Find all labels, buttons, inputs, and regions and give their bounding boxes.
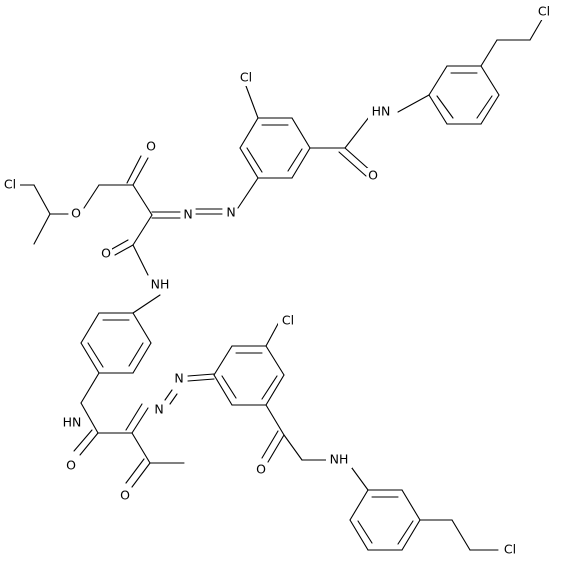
atom-o-amide-low: O: [65, 458, 77, 474]
svg-text:O: O: [146, 139, 156, 154]
atom-hn-mid-bottom: HN: [60, 415, 86, 431]
atom-cl-ethoxy: Cl: [0, 177, 20, 193]
svg-text:Cl: Cl: [282, 313, 294, 328]
svg-text:N: N: [174, 371, 183, 386]
atom-label-layer: Cl Cl HN O O Cl O N N O NH Cl N N HN O O…: [0, 4, 554, 558]
svg-text:O: O: [71, 206, 81, 221]
atom-n-azo-1a: N: [225, 205, 237, 221]
svg-text:N: N: [183, 207, 192, 222]
bond-layer: [14, 15, 545, 551]
svg-text:Cl: Cl: [538, 4, 550, 19]
atom-nh-amide-bottom: NH: [326, 452, 352, 468]
atom-o-ether: O: [70, 206, 82, 222]
svg-text:O: O: [66, 458, 76, 473]
svg-text:O: O: [368, 168, 378, 183]
svg-text:HN: HN: [372, 104, 391, 119]
svg-text:Cl: Cl: [240, 70, 252, 85]
svg-text:Cl: Cl: [504, 542, 516, 557]
atom-o-ketone-top: O: [145, 139, 157, 155]
svg-text:Cl: Cl: [4, 177, 16, 192]
atom-o-amide-bottom: O: [255, 462, 267, 478]
atom-nh-mid-top: NH: [147, 277, 173, 293]
svg-text:NH: NH: [151, 277, 170, 292]
svg-text:N: N: [226, 205, 235, 220]
svg-text:NH: NH: [330, 452, 349, 467]
atom-cl-top-right: Cl: [534, 4, 554, 20]
atom-n-azo-2b: N: [153, 402, 165, 418]
atom-hn-top: HN: [368, 104, 394, 120]
svg-text:HN: HN: [63, 415, 82, 430]
atom-n-azo-2a: N: [173, 371, 185, 387]
svg-text:N: N: [154, 402, 163, 417]
atom-o-top-amide: O: [367, 168, 379, 184]
atom-cl-mid: Cl: [278, 313, 298, 329]
svg-text:O: O: [101, 246, 111, 261]
atom-cl-top: Cl: [236, 70, 256, 86]
atom-o-amide-mid: O: [100, 246, 112, 262]
svg-text:O: O: [256, 462, 266, 477]
atom-o-ketone-low: O: [119, 488, 131, 504]
svg-text:O: O: [120, 488, 130, 503]
atom-n-azo-1b: N: [182, 207, 194, 223]
atom-cl-bottom-right: Cl: [500, 542, 520, 558]
